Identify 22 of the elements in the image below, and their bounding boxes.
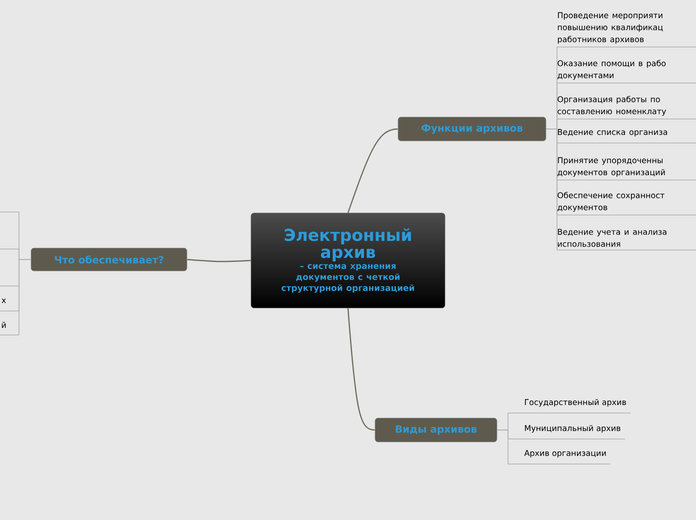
topic-box: Виды архивов [374,418,498,442]
subtopic-item: Принятие упорядоченны документов организаций [556,157,696,180]
subtopic-item: х [0,298,20,312]
topic-box: Что обеспечивает? [30,248,188,272]
connector-line [347,128,398,213]
topic-box: Функции архивов [398,116,546,142]
subtopic-item: Архив организации [508,450,612,464]
subtopic-item: Ведение списка организа [556,129,696,144]
connector-line [546,128,558,250]
central-topic-box: Электронный архив – система хранения документов с четкой структурной организацией [250,212,446,308]
subtopic-item: Обеспечение сохранност документов [556,192,696,216]
subtopic-item: Ведение учета и анализа использования [556,228,696,250]
subtopic-item: й [0,322,20,336]
subtopic-item: Государственный архив [508,398,632,414]
connector-line [496,430,508,464]
connector-line [187,258,251,262]
subtopic-item: Муниципальный архив [508,424,626,440]
subtopic-item: Организация работы по составлению номенклату [556,96,696,120]
subtopic-item: Оказание помощи в рабо документами [556,60,696,84]
connector-line [347,308,375,431]
subtopic-item: Проведение мероприяти повышению квалификац работников архивов [556,12,696,48]
connector-line [18,259,32,336]
